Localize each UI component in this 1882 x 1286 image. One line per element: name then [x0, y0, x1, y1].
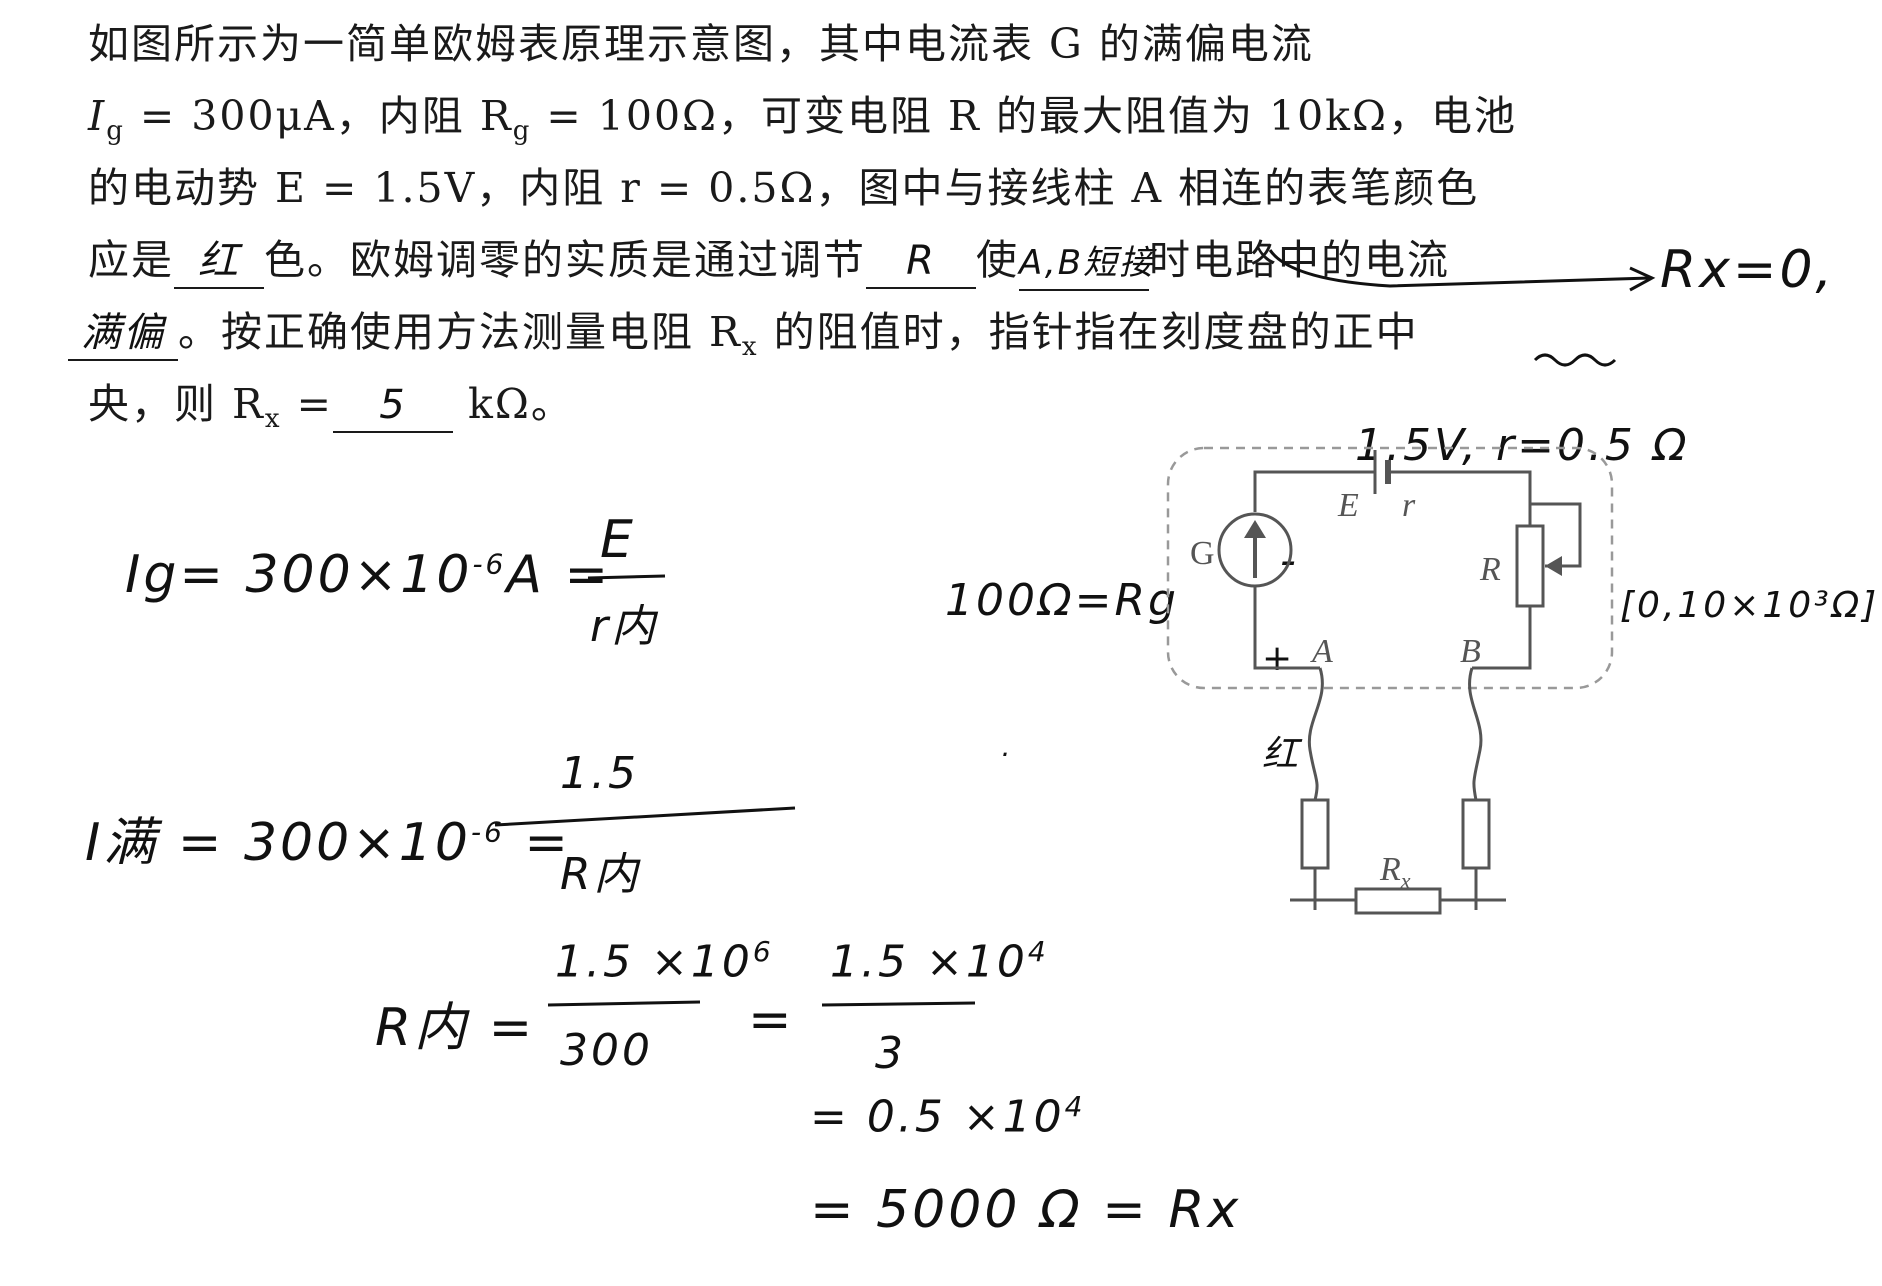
calc-eq3-denominator-2: 3 [875, 1028, 906, 1079]
wire-right-b [1472, 606, 1532, 670]
wire-top-left [1253, 470, 1375, 512]
rheostat-wiper-wire [1528, 502, 1582, 568]
var-ig: I [88, 92, 107, 140]
answer-blank-condition[interactable]: A,B短接 [1019, 237, 1153, 291]
probe-lead-b [1468, 667, 1483, 801]
rx-zero-note: Rx=0, [1660, 240, 1836, 300]
fraction-bar-3 [547, 1000, 701, 1007]
calc-eq1: Ig= 300×10-6A = [125, 545, 612, 605]
calc-eq4: = 0.5 ×104 [810, 1090, 1086, 1143]
calc-eq2: I满 = 300×10-6 = [85, 813, 571, 873]
problem-line-1: 如图所示为一简单欧姆表原理示意图，其中电流表 G 的满偏电流 [88, 20, 1314, 68]
rg-note: 100Ω=Rg [945, 575, 1179, 626]
calc-eq1-numerator: E [600, 510, 636, 570]
ohmmeter-circuit-diagram: E r G R A B Rx [1166, 446, 1614, 915]
plus-mark: + [1262, 638, 1296, 679]
label-rx: Rx [1379, 851, 1411, 893]
calc-eq3-denominator: 300 [560, 1025, 653, 1076]
galvanometer-arrow [1244, 520, 1266, 538]
answer-blank-current[interactable]: 满偏 [68, 307, 178, 361]
arrow-line [1268, 249, 1651, 288]
answer-blank-adjust[interactable]: R [866, 235, 976, 289]
problem-line-6: 央，则 Rx =5 kΩ。 [88, 379, 574, 435]
label-g: G [1190, 535, 1215, 572]
calc-eq3-numerator: 1.5 ×106 [555, 935, 774, 988]
fraction-bar-4 [821, 1001, 976, 1007]
label-terminal-b: B [1460, 633, 1481, 670]
wire-left-a [1253, 586, 1320, 670]
calc-eq2-numerator: 1.5 [560, 748, 639, 799]
problem-line-2: Ig = 300μA，内阻 Rg = 100Ω，可变电阻 R 的最大阻值为 10… [88, 92, 1518, 147]
stray-dot: · [1000, 738, 1012, 771]
calc-eq3-left: R内 = [375, 998, 536, 1058]
probe-a [1300, 798, 1330, 870]
label-rheostat-r: R [1479, 551, 1501, 588]
label-terminal-a: A [1310, 633, 1333, 670]
meter-boundary [1166, 446, 1614, 690]
arrow-head [1629, 266, 1656, 292]
answer-blank-resistance[interactable]: 5 [332, 379, 453, 433]
fraction-bar-2 [494, 806, 796, 827]
wavy-underline [1533, 353, 1617, 367]
answer-blank-color[interactable]: 红 [174, 235, 264, 289]
range-note: [0,10×10³Ω] [1620, 585, 1880, 626]
label-r-internal: r [1402, 487, 1416, 524]
fraction-bar-1 [587, 574, 666, 580]
calc-eq1-denominator: r内 [590, 601, 659, 652]
calc-eq2-denominator: R内 [560, 849, 641, 900]
rx-resistor [1354, 887, 1442, 915]
variable-resistor-body [1515, 524, 1545, 608]
probe-lead-a [1307, 667, 1324, 801]
calc-eq3-equals: = [748, 990, 795, 1050]
battery-note: 1.5V, r=0.5 Ω [1355, 420, 1690, 471]
problem-line-3: 的电动势 E = 1.5V，内阻 r = 0.5Ω，图中与接线柱 A 相连的表笔… [88, 164, 1480, 212]
red-lead-note: 红 [1262, 734, 1302, 775]
probe-b [1461, 798, 1491, 870]
calc-eq5: = 5000 Ω = Rx [810, 1180, 1242, 1240]
rheostat-arrow [1545, 556, 1562, 576]
calc-eq3-numerator-2: 1.5 ×104 [830, 935, 1049, 988]
problem-line-5: 满偏。按正确使用方法测量电阻 Rx 的阻值时，指针指在刻度盘的正中 [68, 296, 1419, 368]
label-e: E [1337, 487, 1359, 524]
